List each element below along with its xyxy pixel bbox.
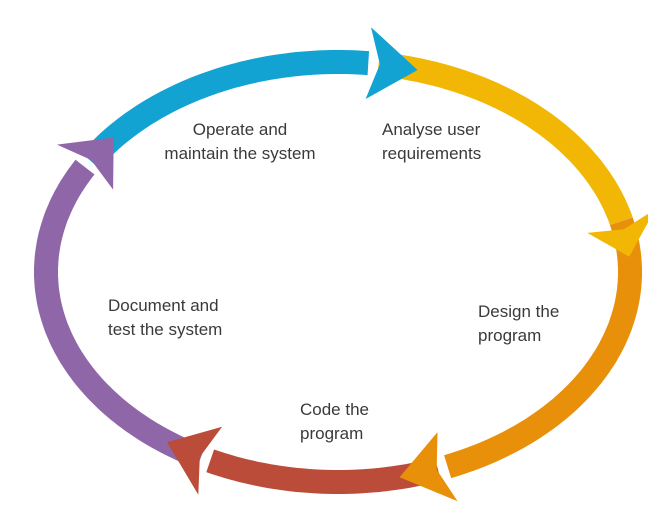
arrow-body-operate — [81, 50, 370, 169]
stage-label-line: Code the — [300, 400, 369, 419]
arrow-head-design-icon — [399, 432, 458, 502]
arrow-head-analyse-icon — [587, 213, 648, 257]
arrow-body-design — [444, 217, 642, 479]
stage-label-design: Design the program — [478, 300, 559, 348]
arrow-head-operate-icon — [365, 27, 418, 100]
stage-label-line: requirements — [382, 144, 482, 163]
stage-label-line: maintain the system — [164, 144, 316, 163]
arrow-body-analyse — [377, 52, 633, 225]
stage-label-operate: Operate and maintain the system — [160, 118, 320, 166]
arrow-head-code-icon — [167, 426, 223, 495]
stage-label-line: program — [478, 326, 542, 345]
stage-label-line: Analyse user — [382, 120, 481, 139]
stage-label-line: Design the — [478, 302, 560, 321]
stage-label-line: Operate and — [192, 120, 288, 139]
stage-label-line: test the system — [108, 320, 223, 339]
stage-label-analyse: Analyse user requirements — [382, 118, 481, 166]
arrow-body-document — [34, 159, 206, 469]
stage-label-code: Code the program — [300, 398, 369, 446]
stage-label-line: program — [300, 424, 364, 443]
stage-label-line: Document and — [108, 296, 219, 315]
stage-label-document: Document and test the system — [108, 294, 222, 342]
arrow-head-document-icon — [56, 137, 114, 190]
